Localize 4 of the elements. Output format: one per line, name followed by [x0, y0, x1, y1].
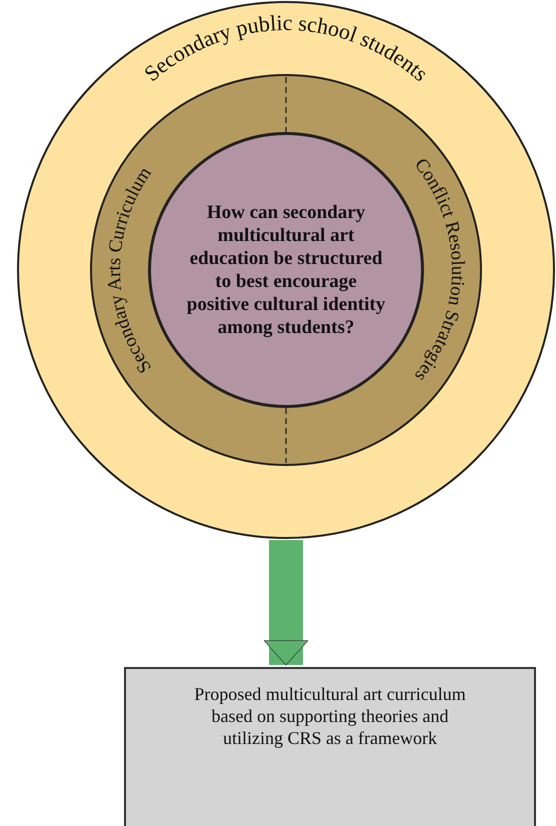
outcome-text: Proposed multicultural art curriculum based on supporting theories and utilizing CRS as a framework: [193, 683, 467, 749]
block-arrow: [264, 540, 308, 666]
question-text: How can secondary multicultural art education be structured to best encourage positive cultural identity among students?: [186, 201, 386, 339]
outcome-box: [124, 667, 536, 826]
